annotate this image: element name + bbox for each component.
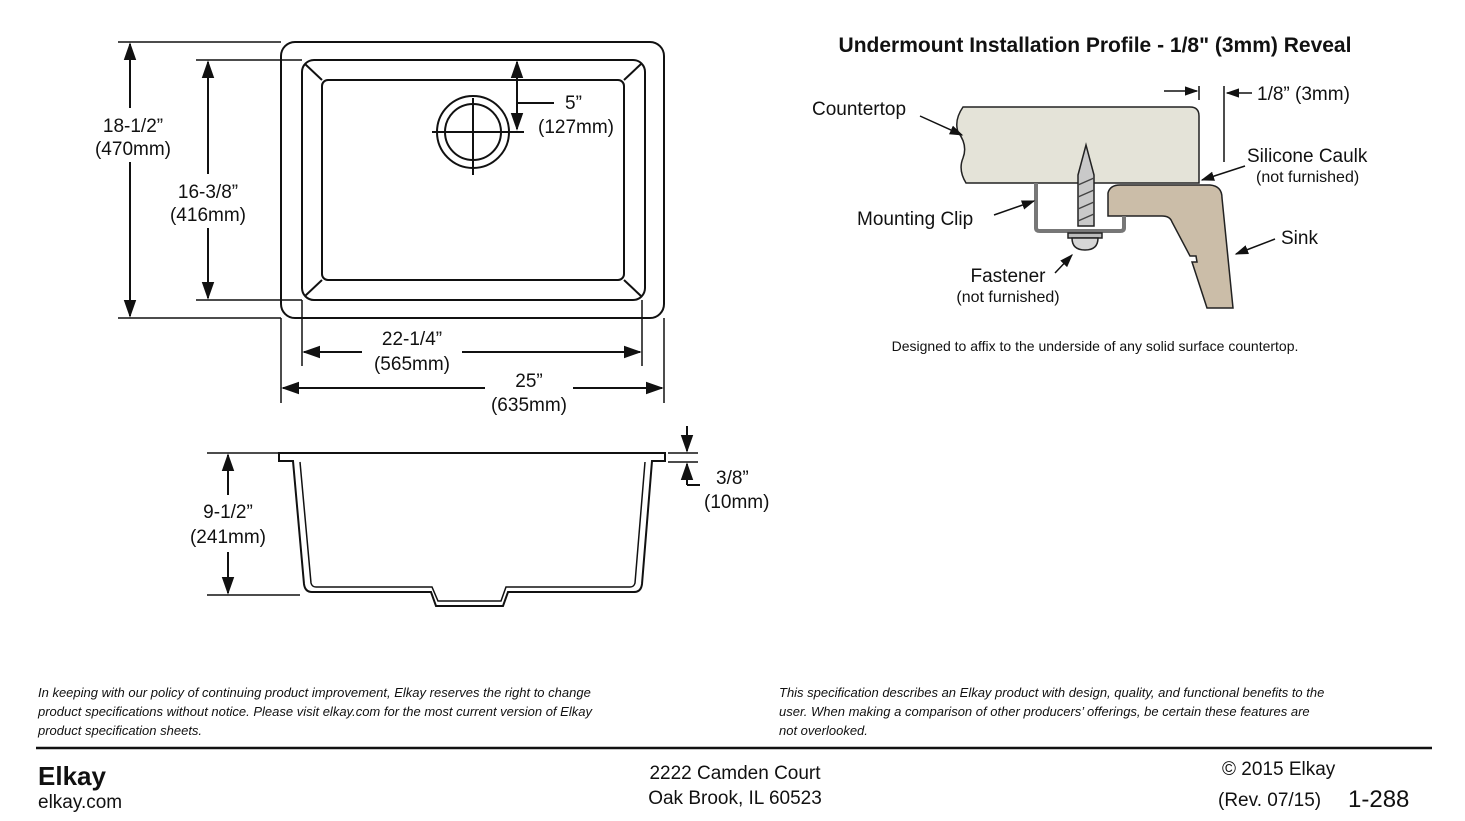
top-view-dimensions: 18-1/2” (470mm) 16-3/8” (416mm) 5” (127m… (95, 93, 614, 416)
countertop-label: Countertop (812, 99, 906, 120)
drain-offset-mm-label: (127mm) (538, 117, 614, 138)
fastener-head (1071, 237, 1099, 251)
fastener-note: (not furnished) (956, 289, 1059, 306)
overall-depth-mm-label: (470mm) (95, 139, 171, 160)
revision: (Rev. 07/15) (1218, 790, 1322, 811)
sink-label: Sink (1281, 228, 1318, 249)
caulk-note: (not furnished) (1256, 169, 1359, 186)
drain-offset-label: 5” (565, 93, 582, 114)
rim-label: 3/8” (716, 468, 749, 489)
caulk-label: Silicone Caulk (1247, 146, 1368, 167)
bowl-width-label: 22-1/4” (382, 329, 442, 350)
profile-caption: Designed to affix to the underside of an… (892, 338, 1299, 354)
installation-profile (919, 86, 1276, 309)
bowl-height-mm-label: (241mm) (190, 527, 266, 548)
profile-title: Undermount Installation Profile - 1/8" (… (839, 34, 1352, 57)
bowl-height-label: 9-1/2” (203, 502, 253, 523)
sink-side-view (207, 426, 700, 607)
disclaimer-left: In keeping with our policy of continuing… (38, 683, 592, 740)
disclaimer-left-line: product specifications without notice. P… (38, 704, 592, 719)
disclaimer-left-line: product specification sheets. (38, 723, 203, 738)
sink-shape (1107, 184, 1234, 309)
overall-width-label: 25” (515, 371, 542, 392)
copyright: © 2015 Elkay (1222, 759, 1336, 780)
address: 2222 Camden Court Oak Brook, IL 60523 (600, 761, 870, 811)
disclaimer-right-line: not overlooked. (779, 723, 868, 738)
mounting-clip (1034, 183, 1126, 233)
website: elkay.com (38, 792, 123, 813)
bowl-depth-label: 16-3/8” (178, 182, 238, 203)
address-line-1: 2222 Camden Court (649, 763, 821, 784)
disclaimer-right-line: This specification describes an Elkay pr… (779, 685, 1325, 700)
disclaimer-left-line: In keeping with our policy of continuing… (38, 685, 591, 700)
address-line-2: Oak Brook, IL 60523 (648, 788, 822, 809)
sink-top-view (118, 41, 665, 403)
overall-depth-label: 18-1/2” (103, 116, 163, 137)
side-view-dimensions: 9-1/2” (241mm) 3/8” (10mm) (190, 468, 769, 548)
reveal-label: 1/8” (3mm) (1257, 84, 1350, 105)
countertop-shape (956, 106, 1200, 184)
fastener-label: Fastener (971, 266, 1047, 287)
rim-mm-label: (10mm) (704, 492, 769, 513)
profile-labels: Countertop 1/8” (3mm) Silicone Caulk (no… (812, 84, 1368, 354)
clip-label: Mounting Clip (857, 209, 973, 230)
bowl-depth-mm-label: (416mm) (170, 205, 246, 226)
disclaimer-right: This specification describes an Elkay pr… (779, 683, 1324, 740)
disclaimer-right-line: user. When making a comparison of other … (779, 704, 1310, 719)
drain-icon (432, 95, 524, 175)
brand-name: Elkay (38, 761, 106, 791)
document-number: 1-288 (1348, 786, 1410, 813)
bowl-width-mm-label: (565mm) (374, 354, 450, 375)
screw (1077, 142, 1095, 227)
overall-width-mm-label: (635mm) (491, 395, 567, 416)
